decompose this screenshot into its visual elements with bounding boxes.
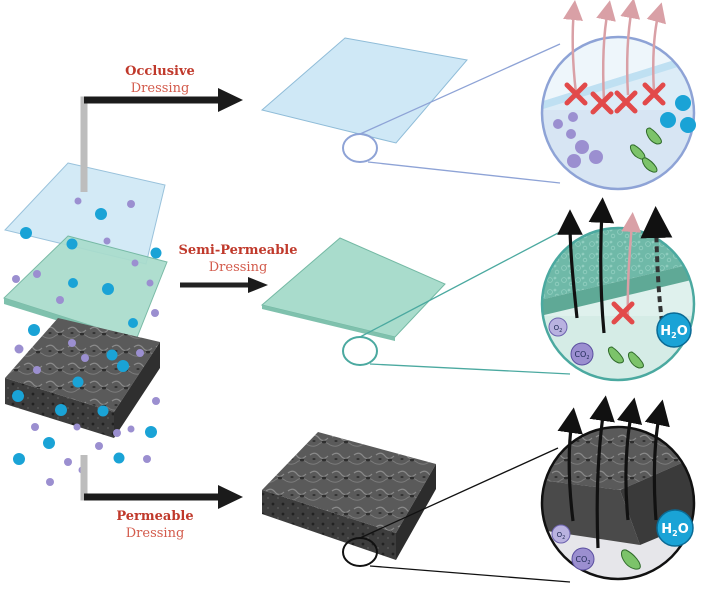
svg-text:O2: O2 — [557, 531, 566, 541]
permeable-co2-molecule — [571, 547, 595, 571]
permeable-subtitle: Dressing — [126, 526, 185, 541]
semi-subtitle: Dressing — [209, 260, 268, 275]
occlusive-subtitle: Dressing — [131, 81, 190, 96]
semi-o2-molecule — [548, 317, 568, 337]
permeable-o2-molecule — [551, 524, 571, 544]
semi-title: Semi-Permeable — [178, 243, 297, 258]
permeable-gas-arrows — [557, 395, 670, 549]
occlusive-title: Occlusive — [125, 64, 195, 79]
stack-particles — [12, 197, 162, 486]
semi-zoom-lens — [342, 336, 378, 366]
svg-text:H2O: H2O — [661, 522, 689, 538]
occlusive-zoom-detail — [540, 0, 696, 191]
blocked-x-marks — [564, 82, 666, 115]
semi-blocked-x — [611, 301, 635, 325]
semi-zoom-detail: O2 CO2 H2O — [540, 197, 696, 382]
semi-co2-molecule — [570, 342, 594, 366]
svg-text:CO2: CO2 — [574, 350, 589, 361]
permeable-h2o-molecule — [656, 509, 694, 547]
svg-text:CO2: CO2 — [575, 555, 590, 566]
permeable-foam — [262, 432, 571, 583]
bacteria-icon — [621, 549, 641, 570]
occlusive-molecules — [553, 95, 696, 173]
semi-h2o-molecule — [656, 312, 692, 348]
svg-text:H2O: H2O — [660, 324, 688, 340]
semi-sheet — [260, 231, 571, 375]
occlusive-sheet — [260, 37, 561, 184]
left-stack — [3, 162, 168, 486]
occlusive-zoom-lens — [342, 133, 378, 163]
labels: Occlusive Dressing Semi-Permeable Dressi… — [116, 64, 297, 541]
permeable-zoom-detail: O2 CO2 H2O — [540, 395, 696, 581]
semi-gas-arrows — [557, 197, 615, 334]
permeable-title: Permeable — [116, 509, 193, 524]
blocked-vapor-arrows — [563, 0, 666, 103]
connector-arrows — [80, 88, 268, 509]
svg-text:O2: O2 — [554, 324, 563, 334]
